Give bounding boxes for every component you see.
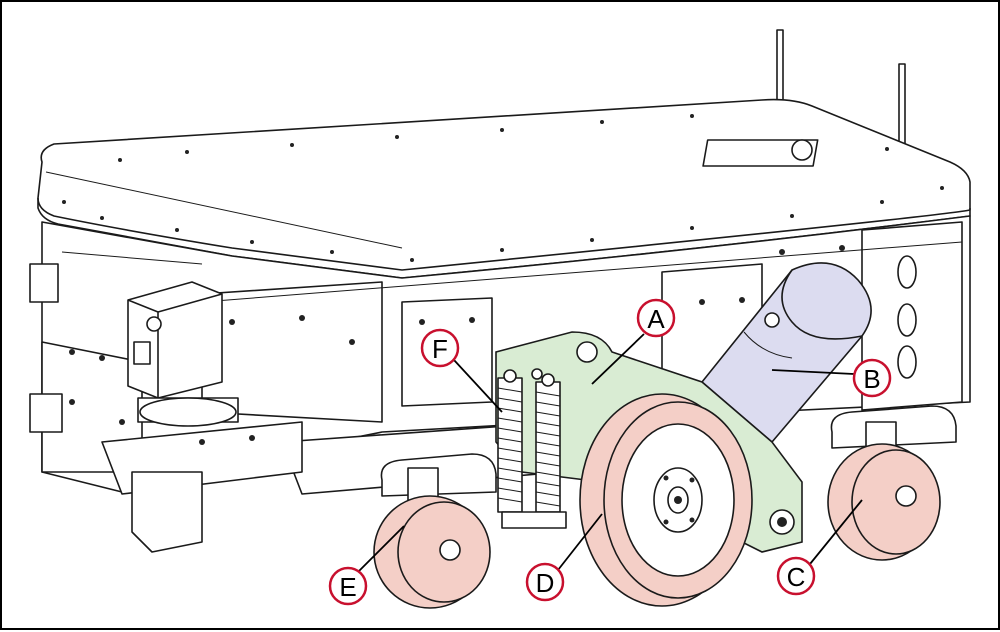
caster-wheel-front-left <box>373 453 497 609</box>
drive-motor <box>700 262 872 444</box>
callout-F: F <box>420 328 460 368</box>
callout-E: E <box>328 566 368 606</box>
callout-C-label: C <box>787 562 806 592</box>
callout-C: C <box>776 556 816 596</box>
callout-A: A <box>636 298 676 338</box>
callout-F-label: F <box>432 334 448 364</box>
suspension-springs <box>497 369 567 529</box>
leader-lines <box>353 333 863 577</box>
callout-A-label: A <box>647 304 665 334</box>
callout-B-label: B <box>863 364 880 394</box>
callout-D: D <box>525 562 565 602</box>
left-actuator <box>127 281 239 553</box>
caster-wheel-front-right <box>827 405 957 561</box>
drive-wheel <box>579 393 753 607</box>
callout-B: B <box>852 358 892 398</box>
callout-E-label: E <box>339 572 356 602</box>
callout-D-label: D <box>536 568 555 598</box>
